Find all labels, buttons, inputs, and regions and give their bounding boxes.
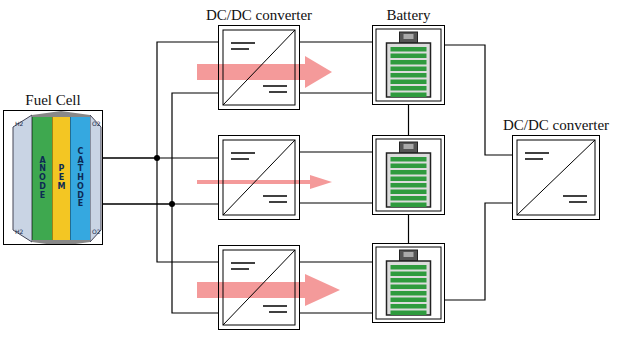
battery-symbol xyxy=(373,244,444,322)
cell-stripe xyxy=(391,190,427,195)
battery-box xyxy=(372,135,445,215)
dc-mark xyxy=(231,158,249,160)
gas-label: H2 xyxy=(15,229,23,235)
box-heading: Fuel Cell xyxy=(25,92,80,109)
wire-connector xyxy=(408,105,409,135)
inner-frame xyxy=(376,247,441,319)
dc-mark xyxy=(231,152,255,154)
wire-connector xyxy=(445,45,512,155)
cell-layer-band: PEM xyxy=(52,117,70,240)
dc-mark xyxy=(231,268,249,270)
converter-symbol xyxy=(513,136,599,219)
dc-mark xyxy=(525,152,549,154)
cell-stripe xyxy=(391,265,427,270)
battery-body xyxy=(387,153,431,207)
converter-symbol xyxy=(219,136,299,219)
cell-stripe xyxy=(391,304,427,309)
cell-stripe xyxy=(391,54,427,59)
inner-frame xyxy=(223,140,295,215)
wire-connector xyxy=(445,203,512,300)
converter-box: DC/DC converter xyxy=(512,135,600,220)
junction-dot xyxy=(154,155,160,161)
battery-terminal xyxy=(404,144,414,149)
cell-stripe xyxy=(391,47,427,52)
battery-terminal xyxy=(404,252,414,257)
dc-mark xyxy=(231,48,249,50)
battery-cap xyxy=(400,142,418,153)
converter-box: DC/DC converter xyxy=(218,25,300,110)
junction-dot xyxy=(169,201,175,207)
wire-connector xyxy=(408,215,409,243)
cell-stripe xyxy=(391,164,427,169)
battery-cap xyxy=(400,32,418,43)
battery-body xyxy=(387,43,431,97)
layer-label: ANODE xyxy=(39,157,47,201)
gas-label: O2 xyxy=(92,121,101,127)
battery-symbol xyxy=(373,136,444,214)
cell-stripe xyxy=(391,311,427,316)
dc-mark xyxy=(269,311,287,313)
cell-stripe xyxy=(391,298,427,303)
layer-label: CATHODE xyxy=(77,148,85,210)
cell-stripe xyxy=(391,67,427,72)
end-plate xyxy=(13,115,32,242)
cell-stripe xyxy=(391,157,427,162)
converter-box xyxy=(218,135,300,220)
battery-terminal xyxy=(404,34,414,39)
gas-label: O2 xyxy=(92,229,101,235)
inner-frame xyxy=(517,140,595,215)
diagonal xyxy=(517,140,595,215)
battery-body xyxy=(387,261,431,315)
battery-box: Battery xyxy=(372,25,445,105)
box-heading: DC/DC converter xyxy=(503,117,609,134)
stack-bottom xyxy=(32,240,90,244)
layer-label: PEM xyxy=(58,165,66,191)
fuel-cell-box: Fuel CellANODEPEMCATHODEH2H2O2O2 xyxy=(3,110,103,245)
dc-mark xyxy=(263,195,287,197)
cell-stripe xyxy=(391,93,427,98)
cell-stripe xyxy=(391,80,427,85)
gas-label: H2 xyxy=(15,121,23,127)
cell-stripe xyxy=(391,60,427,65)
diagonal xyxy=(223,30,295,105)
inner-frame xyxy=(376,139,441,211)
cell-stripe xyxy=(391,183,427,188)
inner-frame xyxy=(376,29,441,101)
dc-mark xyxy=(231,262,255,264)
box-heading: Battery xyxy=(386,7,430,24)
converter-symbol xyxy=(219,26,299,109)
box-heading: DC/DC converter xyxy=(206,7,312,24)
end-plate xyxy=(90,115,101,242)
cell-stripe xyxy=(391,278,427,283)
dc-mark xyxy=(263,305,287,307)
cell-stripe xyxy=(391,285,427,290)
cell-stripe xyxy=(391,177,427,182)
dc-mark xyxy=(231,42,255,44)
battery-symbol xyxy=(373,26,444,104)
diagonal xyxy=(223,140,295,215)
battery-box xyxy=(372,243,445,323)
converter-box xyxy=(218,245,300,330)
cell-stripe xyxy=(391,272,427,277)
dc-mark xyxy=(569,201,587,203)
dc-mark xyxy=(563,195,587,197)
cell-layer-band: CATHODE xyxy=(70,117,90,240)
cell-stripe xyxy=(391,291,427,296)
cell-stripe xyxy=(391,196,427,201)
dc-mark xyxy=(263,85,287,87)
cell-stripe xyxy=(391,170,427,175)
inner-frame xyxy=(223,30,295,105)
battery-cap xyxy=(400,250,418,261)
cell-stripe xyxy=(391,203,427,208)
diagonal xyxy=(223,250,295,325)
cell-stripe xyxy=(391,73,427,78)
dc-mark xyxy=(269,201,287,203)
dc-mark xyxy=(269,91,287,93)
inner-frame xyxy=(223,250,295,325)
cell-stripe xyxy=(391,86,427,91)
cell-layer-band: ANODE xyxy=(32,117,52,240)
converter-symbol xyxy=(219,246,299,329)
dc-mark xyxy=(525,158,543,160)
